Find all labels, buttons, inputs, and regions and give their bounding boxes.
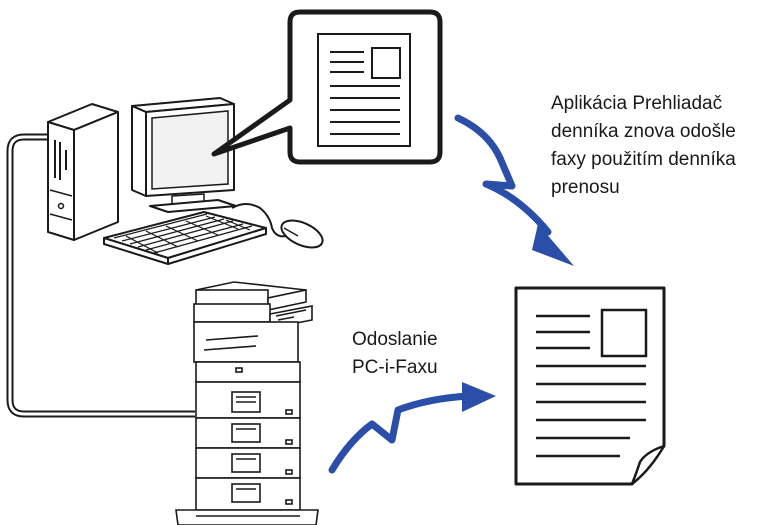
- document-icon: [514, 286, 666, 486]
- resend-label-line: Aplikácia Prehliadač: [551, 93, 723, 114]
- pc-i-fax-label: Odoslanie PC-i-Faxu: [352, 326, 438, 382]
- monitor-icon: [131, 97, 237, 213]
- resend-arrow: [454, 114, 574, 266]
- resend-label-line: denníka znova odošle: [551, 121, 736, 142]
- keyboard-icon: [103, 211, 267, 265]
- resend-label: Aplikácia Prehliadač denníka znova odošl…: [551, 90, 736, 202]
- resend-label-line: prenosu: [551, 177, 620, 198]
- resend-label-line: faxy použitím denníka: [551, 149, 736, 170]
- pc-i-fax-label-line: Odoslanie: [352, 329, 438, 350]
- pc-i-fax-arrow: [328, 382, 496, 474]
- computer-tower-icon: [47, 103, 119, 241]
- connection-cable-inner: [8, 135, 195, 416]
- multifunction-printer-icon: [175, 281, 319, 525]
- mouse-icon: [231, 203, 324, 249]
- pc-i-fax-label-line: PC-i-Faxu: [352, 357, 438, 378]
- document-callout-icon: [211, 9, 443, 165]
